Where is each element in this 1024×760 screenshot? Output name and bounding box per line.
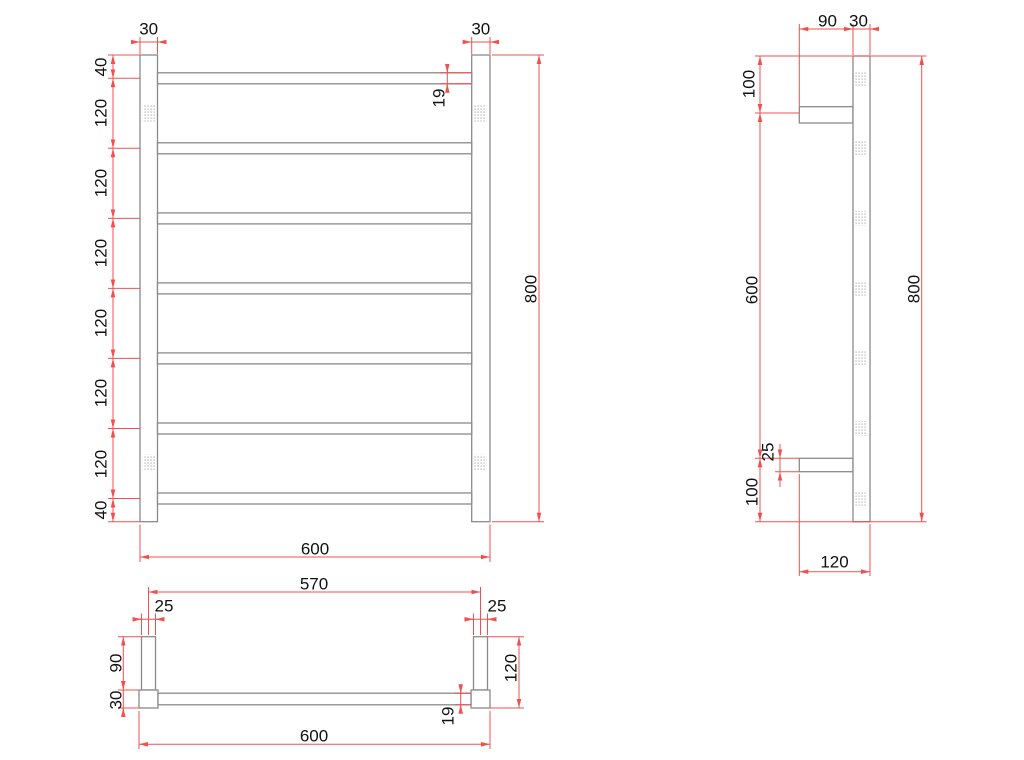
dim-front-overall-width: 600 xyxy=(300,539,330,558)
dim-side-overall-depth: 120 xyxy=(820,552,849,572)
dim-front-chain-7: 40 xyxy=(91,500,111,520)
dim-side-bracket-thickness: 25 xyxy=(758,442,777,461)
dim-front-post-width-right: 30 xyxy=(471,19,491,39)
dim-front-chain-4: 120 xyxy=(91,309,111,338)
dim-bottom-bar-thickness: 19 xyxy=(438,706,457,726)
bottom-view-structure xyxy=(138,636,491,709)
dim-front-chain-6: 120 xyxy=(91,449,111,478)
dim-bottom-bracket-width-left: 25 xyxy=(154,596,174,616)
dim-side-bracket-spacing: 600 xyxy=(742,275,761,304)
dim-front-overall-height: 800 xyxy=(521,274,541,304)
dim-bottom-bracket-centres: 570 xyxy=(299,574,329,593)
front-view-structure xyxy=(139,54,491,523)
dim-side-post-depth: 30 xyxy=(849,11,868,30)
dim-bottom-bracket-width-right: 25 xyxy=(487,596,507,616)
front-view-mount-marks xyxy=(142,105,487,471)
dim-front-post-width-left: 30 xyxy=(139,19,159,39)
dim-front-bar-thickness: 19 xyxy=(429,88,448,108)
side-view-hidden-bar-marks xyxy=(854,70,867,506)
dim-side-top-offset: 100 xyxy=(739,69,758,99)
dim-front-chain-0: 40 xyxy=(91,57,111,76)
dim-side-bracket-length: 90 xyxy=(818,11,837,30)
dim-bottom-post-depth: 30 xyxy=(106,690,125,710)
side-view-dimensions xyxy=(755,24,927,576)
dim-bottom-bracket-length: 90 xyxy=(106,653,125,672)
dim-side-overall-height: 800 xyxy=(904,274,923,304)
dim-front-chain-1: 120 xyxy=(91,99,111,128)
dim-bottom-overall-width: 600 xyxy=(299,726,329,745)
dim-front-chain-5: 120 xyxy=(91,379,111,408)
dim-bottom-overall-depth: 120 xyxy=(501,653,521,683)
dim-front-chain-3: 120 xyxy=(91,239,111,268)
dim-side-bottom-offset: 100 xyxy=(742,477,762,507)
front-view-dimensions xyxy=(108,37,544,562)
dim-front-chain-2: 120 xyxy=(91,169,111,198)
bottom-view-dimensions xyxy=(118,587,524,749)
